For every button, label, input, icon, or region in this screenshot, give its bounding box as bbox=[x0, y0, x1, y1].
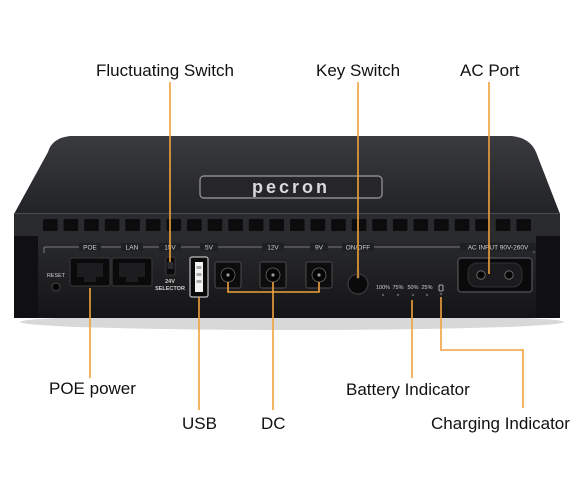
right-rail bbox=[536, 236, 560, 318]
vent-slot bbox=[228, 219, 243, 231]
vent-slot bbox=[516, 219, 531, 231]
battery-level-25: 25% bbox=[421, 285, 432, 291]
battery-level-50: 50% bbox=[407, 285, 418, 291]
callout-fluctuating-switch: Fluctuating Switch bbox=[96, 61, 234, 80]
vent-slot bbox=[84, 219, 99, 231]
lan-port[interactable] bbox=[111, 257, 153, 287]
callout-charging-indicator: Charging Indicator bbox=[431, 414, 570, 433]
battery-level-75: 75% bbox=[392, 285, 403, 291]
battery-led-50 bbox=[411, 293, 415, 297]
label-ac-input: AC INPUT 90V-260V bbox=[468, 245, 529, 252]
vent-slot bbox=[310, 219, 326, 231]
vent-slot bbox=[166, 219, 182, 231]
battery-led-75 bbox=[396, 293, 400, 297]
selector-label-24v: 24V bbox=[165, 279, 175, 285]
vent-slot bbox=[269, 219, 284, 231]
brand-badge bbox=[199, 175, 383, 199]
vent-slot bbox=[207, 219, 223, 231]
battery-led-25 bbox=[425, 293, 429, 297]
left-rail bbox=[14, 236, 38, 318]
vent-slot bbox=[454, 219, 470, 231]
usb-port[interactable] bbox=[189, 256, 209, 298]
label-9v: 9V bbox=[315, 245, 324, 252]
reset-button[interactable] bbox=[51, 282, 61, 292]
callout-key-switch: Key Switch bbox=[316, 61, 401, 80]
vent-slot bbox=[125, 219, 140, 231]
ac-input-port[interactable] bbox=[457, 257, 533, 293]
battery-level-100: 100% bbox=[376, 285, 390, 291]
selector-label-selector: SELECTOR bbox=[155, 286, 185, 292]
vent-slot bbox=[413, 219, 429, 231]
selector-switch[interactable] bbox=[165, 256, 176, 276]
vent-slot bbox=[63, 219, 79, 231]
poe-port[interactable] bbox=[69, 257, 111, 287]
label-reset: RESET bbox=[47, 273, 66, 279]
callout-ac-port: AC Port bbox=[460, 61, 520, 80]
label-lan: LAN bbox=[126, 245, 139, 252]
label-poe: POE bbox=[83, 245, 97, 252]
vent-slot bbox=[475, 219, 490, 231]
battery-led-100 bbox=[381, 293, 385, 297]
callout-poe-power: POE power bbox=[49, 379, 136, 398]
vent-slot bbox=[290, 219, 305, 231]
vent-slot bbox=[145, 219, 161, 231]
dc-port-15v[interactable] bbox=[214, 261, 242, 289]
label-5v: 5V bbox=[205, 245, 214, 252]
vent-slot bbox=[104, 219, 120, 231]
device-top bbox=[14, 136, 560, 214]
front-panel bbox=[14, 236, 560, 318]
callout-line-charging-indicator bbox=[440, 297, 524, 408]
callout-usb: USB bbox=[182, 414, 217, 433]
vent-slot bbox=[495, 219, 511, 231]
vent-slot bbox=[372, 219, 387, 231]
vent-slot bbox=[392, 219, 408, 231]
callout-dc: DC bbox=[261, 414, 286, 433]
vent-slot bbox=[248, 219, 264, 231]
charging-led-icon bbox=[438, 284, 444, 296]
dc-port-12v[interactable] bbox=[259, 261, 287, 289]
callout-battery-indicator: Battery Indicator bbox=[346, 380, 470, 399]
label-12v: 12V bbox=[267, 245, 279, 252]
vent-slot bbox=[331, 219, 346, 231]
vent-slot bbox=[43, 219, 58, 231]
brand-logo: pecron bbox=[252, 177, 330, 197]
vent-slot bbox=[187, 219, 202, 231]
vent-slot bbox=[351, 219, 367, 231]
vent-slot bbox=[434, 219, 449, 231]
vent-slots bbox=[43, 219, 531, 231]
